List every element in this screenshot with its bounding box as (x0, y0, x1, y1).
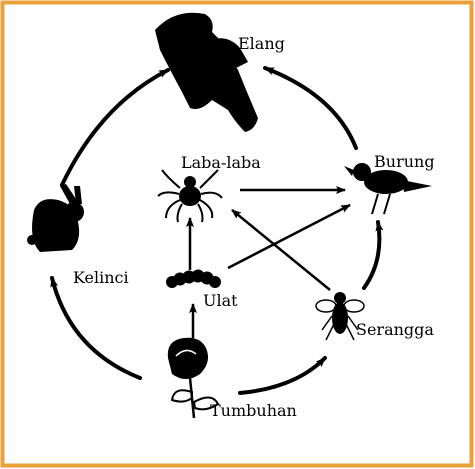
bird-icon (344, 163, 432, 215)
arrow-serangga-to-burung (362, 220, 384, 290)
arrow-serangga-to-laba-laba (231, 209, 331, 291)
caterpillar-icon (166, 269, 221, 288)
eagle-icon (155, 12, 258, 132)
arrow-tumbuhan-to-kelinci (50, 276, 142, 380)
label-elang: Elang (238, 34, 285, 53)
label-serangga: Serangga (356, 320, 434, 339)
arrow-kelinci-to-elang (60, 68, 170, 187)
label-ulat: Ulat (203, 291, 238, 310)
arrow-ulat-to-burung (227, 203, 351, 270)
label-kelinci: Kelinci (73, 268, 129, 287)
plant-icon (167, 337, 220, 419)
food-web-straight-arrows (186, 186, 351, 338)
arrow-burung-to-elang (263, 66, 358, 150)
label-laba-laba: Laba-laba (181, 153, 261, 172)
insect-icon (315, 292, 365, 341)
label-tumbuhan: Tumbuhan (210, 401, 297, 420)
arrow-tumbuhan-to-serangga (238, 356, 327, 395)
food-web-arrows (50, 66, 384, 395)
spider-icon (157, 169, 223, 223)
rabbit-icon (27, 184, 84, 252)
label-burung: Burung (374, 152, 435, 171)
